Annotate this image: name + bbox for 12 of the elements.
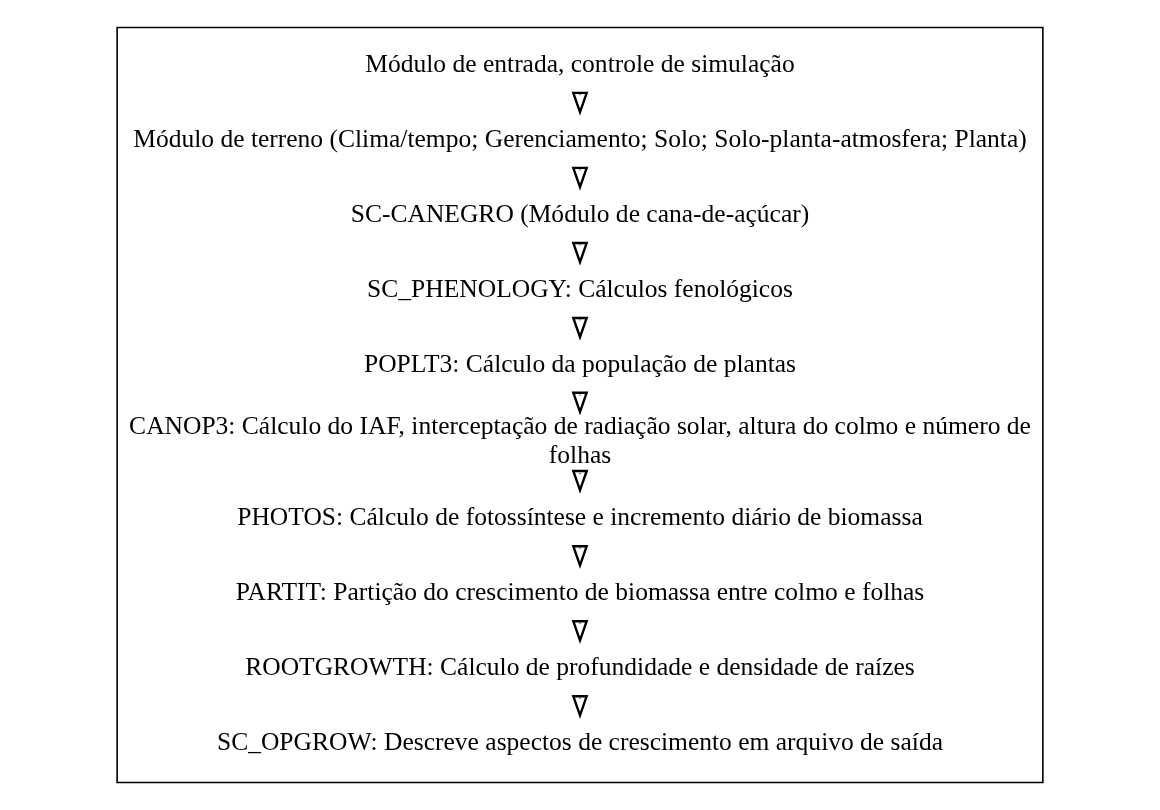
node-text: SC-CANEGRO (Módulo de cana-de-açúcar): [350, 198, 810, 228]
node-text: POPLT3: Cálculo da população de plantas: [363, 348, 797, 378]
node-text: SC_OPGROW: Descreve aspectos de crescimento em arquivo de saída: [216, 727, 944, 757]
node-text: CANOP3: Cálculo do IAF, interceptação de radiação solar, altura do colmo e número de folhas: [129, 411, 1031, 469]
node-text: PARTIT: Partição do crescimento de biomassa entre colmo e folhas: [235, 577, 925, 607]
arrow: [571, 469, 589, 494]
node-text: Módulo de entrada, controle de simulação: [365, 48, 795, 78]
node-text: PHOTOS: Cálculo de fotossíntese e incremento diário de biomassa: [237, 502, 923, 532]
node-text: SC_PHENOLOGY: Cálculos fenológicos: [367, 273, 793, 303]
node-text: ROOTGROWTH: Cálculo de profundidade e densidade de raízes: [245, 652, 915, 682]
node-text: Módulo de terreno (Clima/tempo; Gerenciamento; Solo; Solo-planta-atmosfera; Planta): [133, 123, 1027, 153]
cluster: [116, 26, 1044, 784]
